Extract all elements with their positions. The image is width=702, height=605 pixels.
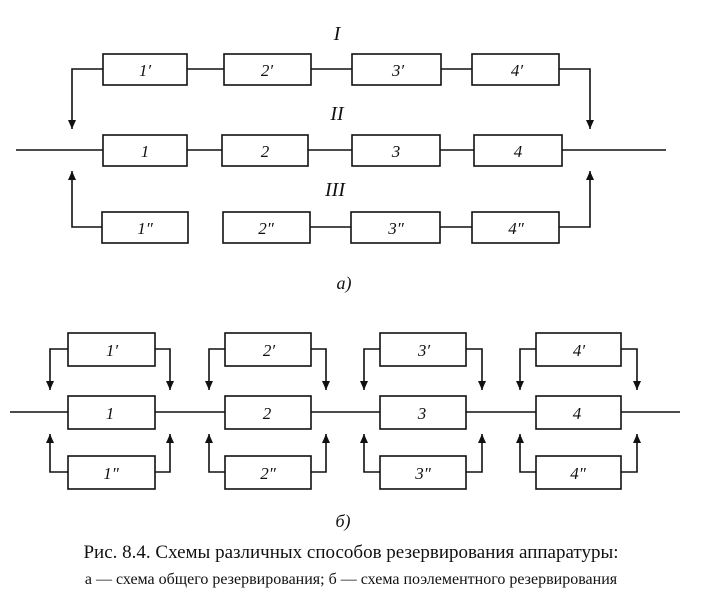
- block-a-main-1: [102, 134, 188, 167]
- label-b-main-2: 2: [263, 404, 272, 423]
- bottom-left-arrow: [68, 171, 102, 228]
- b3-bottom-left-arrow: [360, 434, 380, 473]
- block-a-main-2: [221, 134, 309, 167]
- redundancy-diagram: I II III: [10, 23, 680, 532]
- label-a-top-2: 2′: [261, 61, 274, 80]
- label-b-top-2: 2′: [263, 341, 276, 360]
- row-label-II: II: [329, 103, 345, 125]
- label-b-top-3: 3′: [417, 341, 431, 360]
- block-a-main-4: [473, 134, 563, 167]
- label-b-top-4: 4′: [573, 341, 586, 360]
- label-a-top-3: 3′: [391, 61, 405, 80]
- block-b-main-2: [224, 395, 312, 430]
- diagram-a: I II III: [16, 23, 666, 294]
- block-b-main-1: [67, 395, 156, 430]
- label-a-top-4: 4′: [511, 61, 524, 80]
- label-a-top-1: 1′: [139, 61, 152, 80]
- b3-top-right-arrow: [466, 348, 486, 390]
- label-a-bottom-4: 4″: [508, 219, 525, 238]
- b1-top-right-arrow: [155, 348, 174, 390]
- block-b-main-4: [535, 395, 622, 430]
- b4-bottom-left-arrow: [516, 434, 536, 473]
- label-a-bottom-1: 1″: [137, 219, 154, 238]
- label-b-top-1: 1′: [106, 341, 119, 360]
- top-right-arrow: [559, 68, 594, 129]
- label-a-main-3: 3: [391, 142, 401, 161]
- block-a-main-3: [351, 134, 441, 167]
- b1-bottom-left-arrow: [46, 434, 68, 473]
- label-a-main-1: 1: [141, 142, 150, 161]
- figure-caption-legend: а — схема общего резервирования; б — схе…: [84, 571, 618, 588]
- b1-bottom-right-arrow: [155, 434, 174, 473]
- b3-bottom-right-arrow: [466, 434, 486, 473]
- row-label-III: III: [324, 179, 346, 201]
- label-b-main-4: 4: [573, 404, 582, 423]
- b2-top-right-arrow: [311, 348, 330, 390]
- label-b-bottom-1: 1″: [103, 464, 120, 483]
- block-b-main-3: [379, 395, 467, 430]
- b3-top-left-arrow: [360, 348, 380, 390]
- label-a-bottom-2: 2″: [258, 219, 275, 238]
- sub-label-b: б): [335, 511, 350, 532]
- top-left-arrow: [68, 68, 103, 129]
- row-label-I: I: [333, 23, 342, 45]
- label-a-main-4: 4: [514, 142, 523, 161]
- b4-top-left-arrow: [516, 348, 536, 390]
- b2-top-left-arrow: [205, 348, 225, 390]
- sub-label-a: а): [337, 273, 352, 294]
- b1-top-left-arrow: [46, 348, 68, 390]
- label-a-bottom-3: 3″: [387, 219, 405, 238]
- b2-bottom-left-arrow: [205, 434, 225, 473]
- label-b-bottom-3: 3″: [414, 464, 432, 483]
- block-a-bottom-2: [222, 211, 311, 244]
- block-a-bottom-3: [350, 211, 441, 244]
- figure-caption-title: Рис. 8.4. Схемы различных способов резер…: [83, 542, 619, 563]
- block-a-top-2: [223, 53, 312, 86]
- b4-bottom-right-arrow: [621, 434, 641, 473]
- diagram-b: 1′ 2′ 3′ 4′ 1 2 3 4 1″ 2″ 3″ 4″ б): [10, 332, 680, 532]
- label-b-main-1: 1: [106, 404, 115, 423]
- label-a-main-2: 2: [261, 142, 270, 161]
- b4-top-right-arrow: [621, 348, 641, 390]
- label-b-bottom-4: 4″: [570, 464, 587, 483]
- label-b-main-3: 3: [417, 404, 427, 423]
- label-b-bottom-2: 2″: [260, 464, 277, 483]
- b2-bottom-right-arrow: [311, 434, 330, 473]
- block-a-top-3: [351, 53, 442, 86]
- bottom-right-arrow: [559, 171, 594, 228]
